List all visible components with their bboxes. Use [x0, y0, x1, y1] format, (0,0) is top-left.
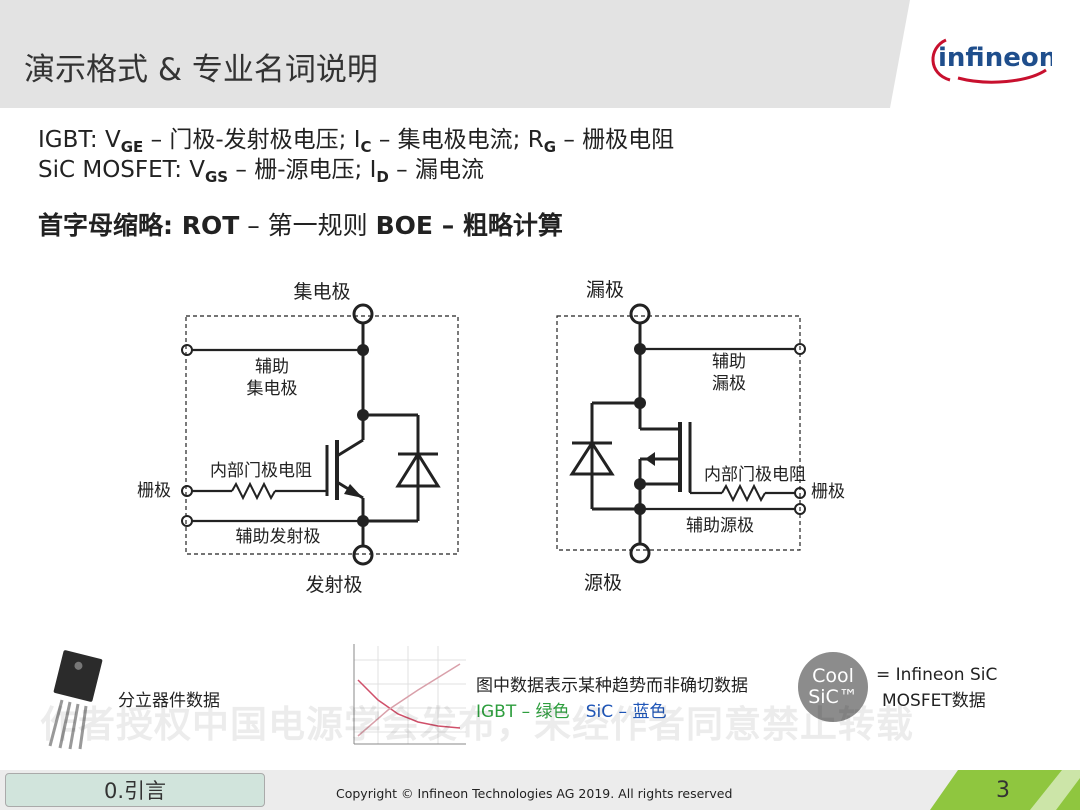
discrete-package-image [48, 650, 103, 750]
logo-text: infineon [938, 43, 1052, 73]
emitter-terminal [352, 544, 374, 566]
watermark: 作者授权中国电源学会发布，未经作者同意禁止转载 [40, 703, 914, 746]
circuit-diagrams: 集电极 辅助 集电极 内部门极电阻 栅极 辅助发射极 发射极 [137, 279, 845, 596]
aux-source-label: 辅助源极 [686, 516, 754, 536]
aux-drain-label-2: 漏极 [712, 374, 746, 394]
igbt-gate-label: 栅极 [137, 481, 171, 501]
aux-drain-label-1: 辅助 [712, 352, 746, 372]
gate-terminal [181, 485, 193, 497]
aux-source-terminal [794, 503, 806, 515]
sic-gate-resistor-label: 内部门极电阻 [704, 465, 806, 485]
page-number: 3 [996, 778, 1010, 803]
section-tab[interactable]: 0.引言 [5, 773, 265, 807]
color-legend: IGBT – 绿色 SiC – 蓝色 [476, 697, 666, 722]
acronym-line: 首字母缩略: ROT – 第一规则 BOE – 粗略计算 [38, 211, 563, 240]
emitter-label: 发射极 [305, 574, 362, 596]
aux-emitter-terminal [181, 515, 193, 527]
aux-emitter-label: 辅助发射极 [236, 527, 321, 547]
infineon-logo: infineon [931, 38, 1052, 84]
discrete-data-label: 分立器件数据 [118, 691, 220, 711]
sic-module-boundary [556, 315, 801, 551]
legend-igbt: IGBT – 绿色 [476, 702, 570, 722]
aux-collector-label-1: 辅助 [255, 357, 289, 377]
slide-title: 演示格式 & 专业名词说明 [24, 52, 378, 88]
igbt-diode [395, 451, 441, 488]
sic-gate-terminal [794, 487, 806, 499]
collector-terminal [352, 303, 374, 325]
sic-gate-resistor [721, 483, 766, 503]
collector-label: 集电极 [293, 281, 350, 303]
copyright-text: Copyright © Infineon Technologies AG 201… [336, 786, 733, 801]
igbt-module-boundary [185, 315, 459, 555]
igbt-gate-resistor [231, 481, 276, 501]
source-label: 源极 [584, 572, 622, 594]
trend-chart-icon [353, 644, 466, 745]
source-terminal [629, 542, 651, 564]
legend-sic: SiC – 蓝色 [585, 702, 667, 722]
sic-gate-label: 栅极 [811, 482, 845, 502]
sic-definition: SiC MOSFET: VGS – 栅-源电压; ID – 漏电流 [38, 157, 484, 186]
trend-note: 图中数据表示某种趋势而非确切数据 [476, 676, 748, 696]
igbt-gate-resistor-label: 内部门极电阻 [210, 461, 312, 481]
aux-collector-label-2: 集电极 [247, 379, 298, 399]
aux-collector-terminal [181, 344, 193, 356]
drain-terminal [629, 303, 651, 325]
sic-diode [569, 440, 615, 476]
aux-drain-terminal [794, 343, 806, 355]
igbt-definition: IGBT: VGE – 门极-发射极电压; IC – 集电极电流; RG – 栅… [38, 127, 675, 156]
title-bar [0, 0, 910, 108]
drain-label: 漏极 [586, 279, 624, 301]
